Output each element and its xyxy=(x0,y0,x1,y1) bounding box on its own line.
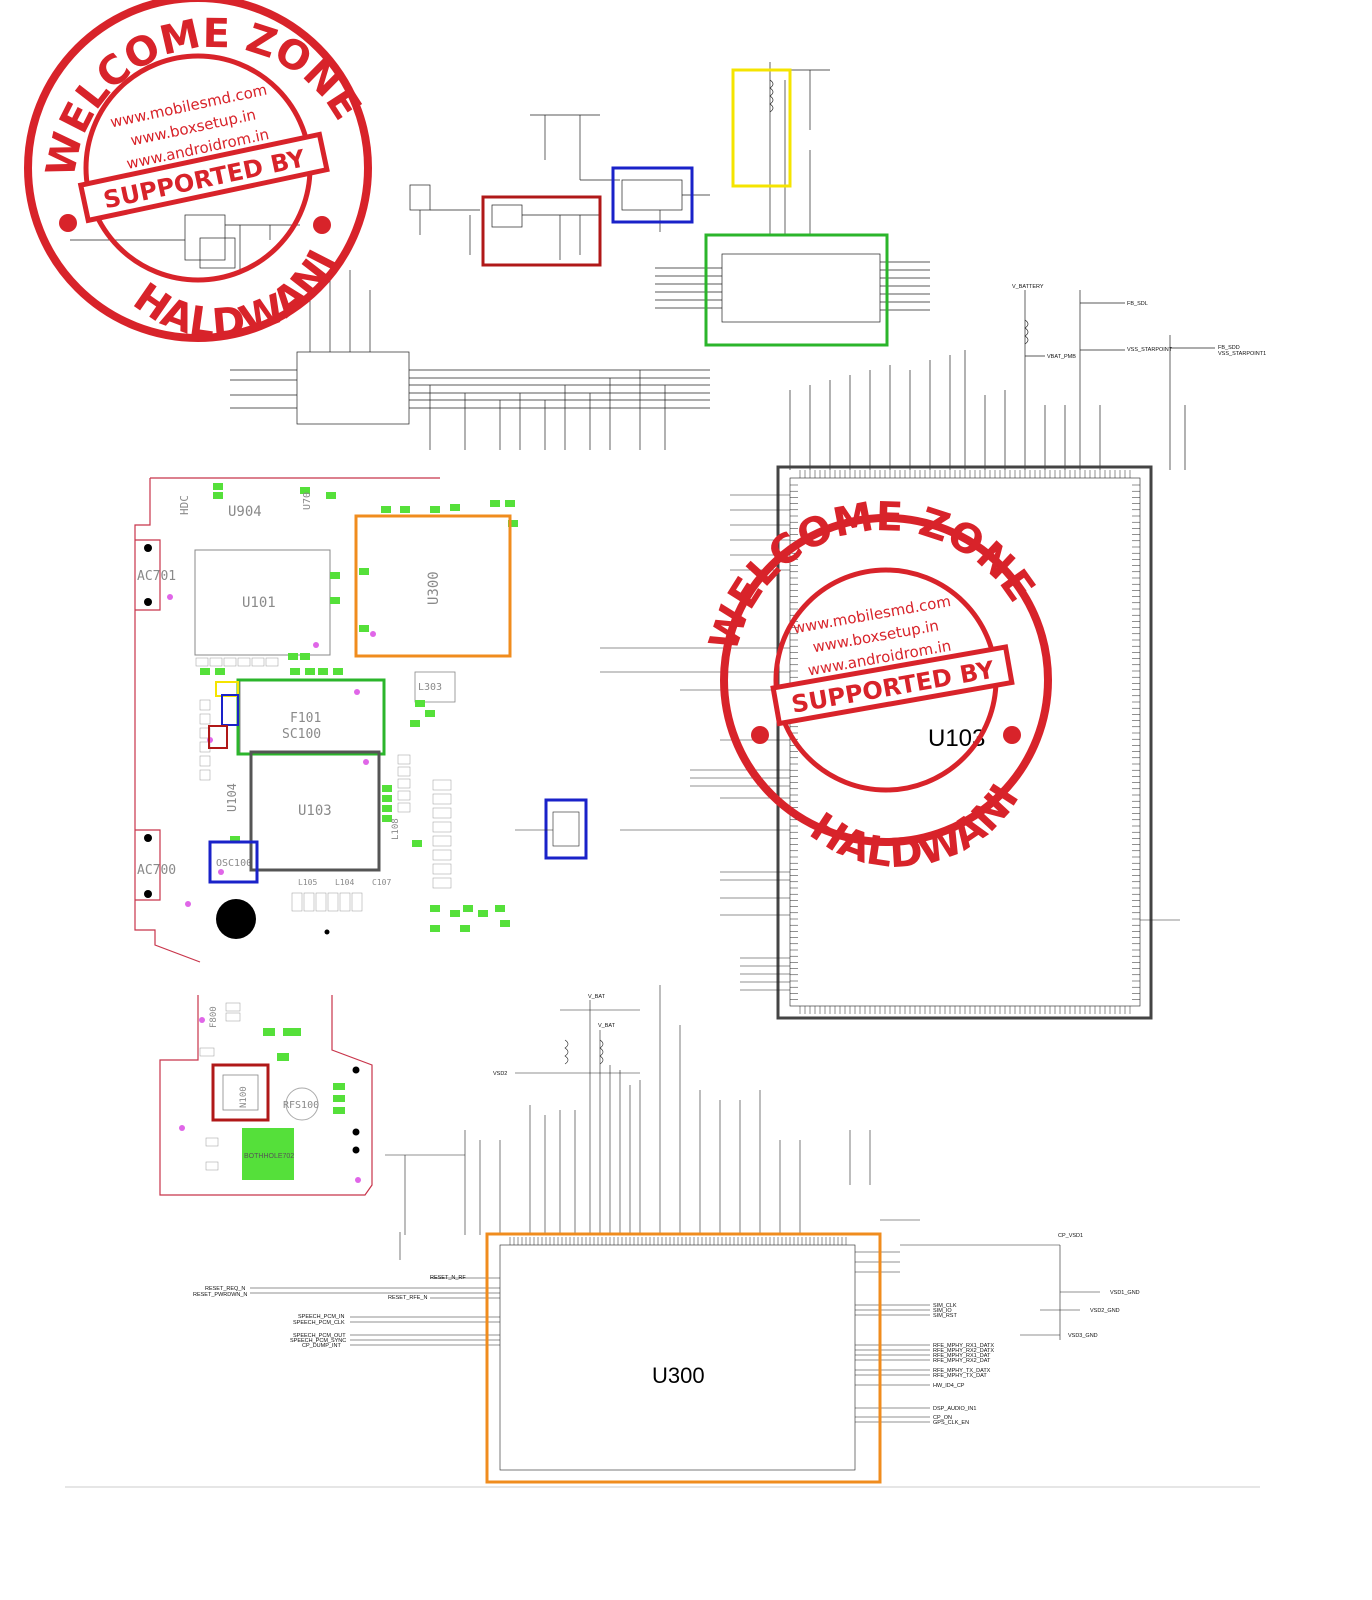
pcb-highlight-yellow xyxy=(215,681,239,697)
pcb-f101-label: F101 xyxy=(290,711,321,726)
dsp-audio-in1-label: DSP_AUDIO_IN1 xyxy=(933,1406,976,1412)
vss-starpoint1-label: VSS_STARPOINT1 xyxy=(1218,351,1266,357)
pcb-f800-label: F800 xyxy=(209,1006,219,1028)
rfe-mphy-rx1-datx-label: RFE_MPHY_RX1_DATX xyxy=(933,1343,994,1349)
speech-pcm-sync-label: SPEECH_PCM_SYNC xyxy=(290,1338,346,1344)
hw-id4-cp-label: HW_ID4_CP xyxy=(933,1383,965,1389)
pcb-c107-label: C107 xyxy=(372,878,391,887)
pcb-u103-label: U103 xyxy=(298,803,332,819)
u103-left-signals xyxy=(600,494,1180,991)
pcb-u904-label: U904 xyxy=(228,504,262,520)
v-bat-label-2: V_BAT xyxy=(598,1023,616,1029)
pcb-l303-label: L303 xyxy=(418,682,442,693)
pcb-osc100-label: OSC100 xyxy=(216,858,252,869)
pcb-layout-lower: RFS100 N100 F800 BOTHHOLE702 xyxy=(159,995,373,1196)
rfe-mphy-rx2-dat-label: RFE_MPHY_RX2_DAT xyxy=(933,1358,991,1364)
stamp1-arc-bottom: HALDWANI xyxy=(119,234,359,368)
v-battery-top-label: V_BATTERY xyxy=(1012,284,1044,290)
vsd1-gnd-label: VSD1_GND xyxy=(1110,1290,1140,1296)
pcb-hdc-label: HDC xyxy=(178,495,191,515)
cp-vsd1-label: CP_VSD1 xyxy=(1058,1233,1083,1239)
speech-pcm-in-label: SPEECH_PCM_IN xyxy=(298,1314,344,1320)
highlight-blue-fy100 xyxy=(611,166,694,224)
speech-pcm-out-label: SPEECH_PCM_OUT xyxy=(293,1333,346,1339)
speech-pcm-clk-label: SPEECH_PCM_CLK xyxy=(293,1320,345,1326)
fb-sdl-label: FB_SDL xyxy=(1127,301,1148,307)
highlight-yellow-inductor xyxy=(731,68,792,188)
pcb-u104-label: U104 xyxy=(225,783,239,812)
pcb-highlight-darkred-small xyxy=(208,725,228,749)
rfe-mphy-rx2-datx-label: RFE_MPHY_RX2_DATX xyxy=(933,1348,994,1354)
osc100-schematic xyxy=(515,798,588,860)
vsd2-gnd-label: VSD2_GND xyxy=(1090,1308,1120,1314)
pcb-n100-label: N100 xyxy=(239,1086,249,1108)
reset-n-rf-label: RESET_N_RF xyxy=(430,1275,466,1281)
pcb-u101-label: U101 xyxy=(242,595,276,611)
highlight-green-f101 xyxy=(704,233,889,347)
u300-power-rails xyxy=(250,985,1100,1423)
pcb-highlight-u103 xyxy=(249,750,381,872)
pcb-l105-label: L105 xyxy=(298,878,317,887)
pcb-highlight-u300 xyxy=(354,514,512,658)
sim-io-label: SIM_IO xyxy=(933,1308,952,1314)
pcb-u70-label: U70 xyxy=(302,492,313,510)
pcb-highlight-blue-small xyxy=(221,694,239,726)
pcb-ac701-label: AC701 xyxy=(137,569,176,584)
cp-on-label: CP_ON xyxy=(933,1415,952,1421)
vss-starpoint-label: VSS_STARPOINT xyxy=(1127,347,1173,353)
gps-clk-en-label: GPS_CLK_EN xyxy=(933,1420,969,1426)
watermark-stamp-top: WELCOME ZONE HALDWANI www.mobilesmd.com … xyxy=(12,0,373,369)
reset-pwrdwn-n-label: RESET_PWRDWN_N xyxy=(193,1292,247,1298)
reset-req-n-label: RESET_REQ_N xyxy=(205,1286,245,1292)
u300-chip: U300 xyxy=(485,1232,882,1484)
pcb-bothhole-label: BOTHHOLE702 xyxy=(244,1153,294,1160)
power-section-right xyxy=(789,290,1215,470)
stamp2-arc-bottom: HALDWANI xyxy=(796,770,1038,896)
pcb-ac700-label: AC700 xyxy=(137,863,176,878)
pcb-u300-label: U300 xyxy=(426,571,442,605)
highlight-darkred-dm100 xyxy=(481,195,602,267)
rf-schematic-top xyxy=(70,62,930,450)
rfe-mphy-tx-datx-label: RFE_MPHY_TX_DATX xyxy=(933,1368,991,1374)
v-bat-label-1: V_BAT xyxy=(588,994,606,1000)
pcb-l104-label: L104 xyxy=(335,878,354,887)
pcb-highlight-osc100 xyxy=(208,840,259,884)
u300-signal-labels: V_BAT V_BAT VSD2 RESET_REQ_N RESET_PWRDW… xyxy=(193,994,1140,1426)
watermark-stamp-right: WELCOME ZONE HALDWANI www.mobilesmd.com … xyxy=(681,467,1052,896)
pcb-layout-main: U101 U904 AC701 AC700 F101 SC100 U103 L3… xyxy=(134,477,518,963)
pcb-l108-label: L108 xyxy=(391,818,401,840)
fb-sdd-label: FB_SDD xyxy=(1218,345,1240,351)
rfe-mphy-tx-dat-label: RFE_MPHY_TX_DAT xyxy=(933,1373,987,1379)
pcb-sc100-label: SC100 xyxy=(282,727,321,742)
sim-clk-label: SIM_CLK xyxy=(933,1303,957,1309)
vsd2-label: VSD2 xyxy=(493,1071,507,1077)
vbat-pmb-label: VBAT_PMB xyxy=(1047,354,1076,360)
reset-rfe-n-label: RESET_RFE_N xyxy=(388,1295,427,1301)
sim-rst-label: SIM_RST xyxy=(933,1313,957,1319)
vsd3-gnd-label: VSD3_GND xyxy=(1068,1333,1098,1339)
pcb-rfs100-label: RFS100 xyxy=(283,1100,319,1111)
rfe-mphy-rx1-dat-label: RFE_MPHY_RX1_DAT xyxy=(933,1353,991,1359)
u300-label: U300 xyxy=(652,1363,705,1388)
cp-dump-int-label: CP_DUMP_INT xyxy=(302,1343,341,1349)
